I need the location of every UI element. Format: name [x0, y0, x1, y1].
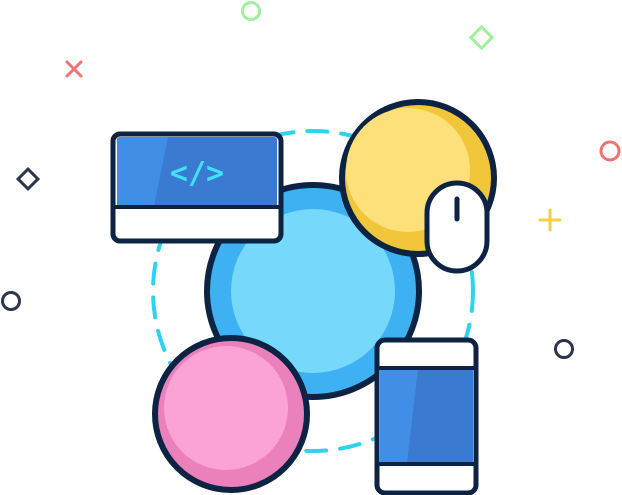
- deco-cross-red: [65, 60, 83, 78]
- code-symbol: </>: [170, 156, 224, 191]
- deco-diamond-navy: [15, 166, 41, 192]
- decorations: [1, 1, 621, 359]
- deco-diamond-green: [468, 24, 495, 51]
- smartphone-icon: [374, 337, 479, 495]
- mouse-icon: [424, 180, 490, 274]
- code-window-icon: </>: [110, 131, 284, 244]
- pink-circle: [152, 335, 310, 493]
- deco-circle-green-top: [241, 1, 261, 21]
- deco-circle-navy-right: [554, 339, 574, 359]
- deco-circle-navy-left: [1, 291, 21, 311]
- dashed-orbit-ring: [151, 129, 475, 453]
- deco-circle-red-right: [599, 140, 621, 162]
- deco-plus-yellow: [538, 208, 562, 232]
